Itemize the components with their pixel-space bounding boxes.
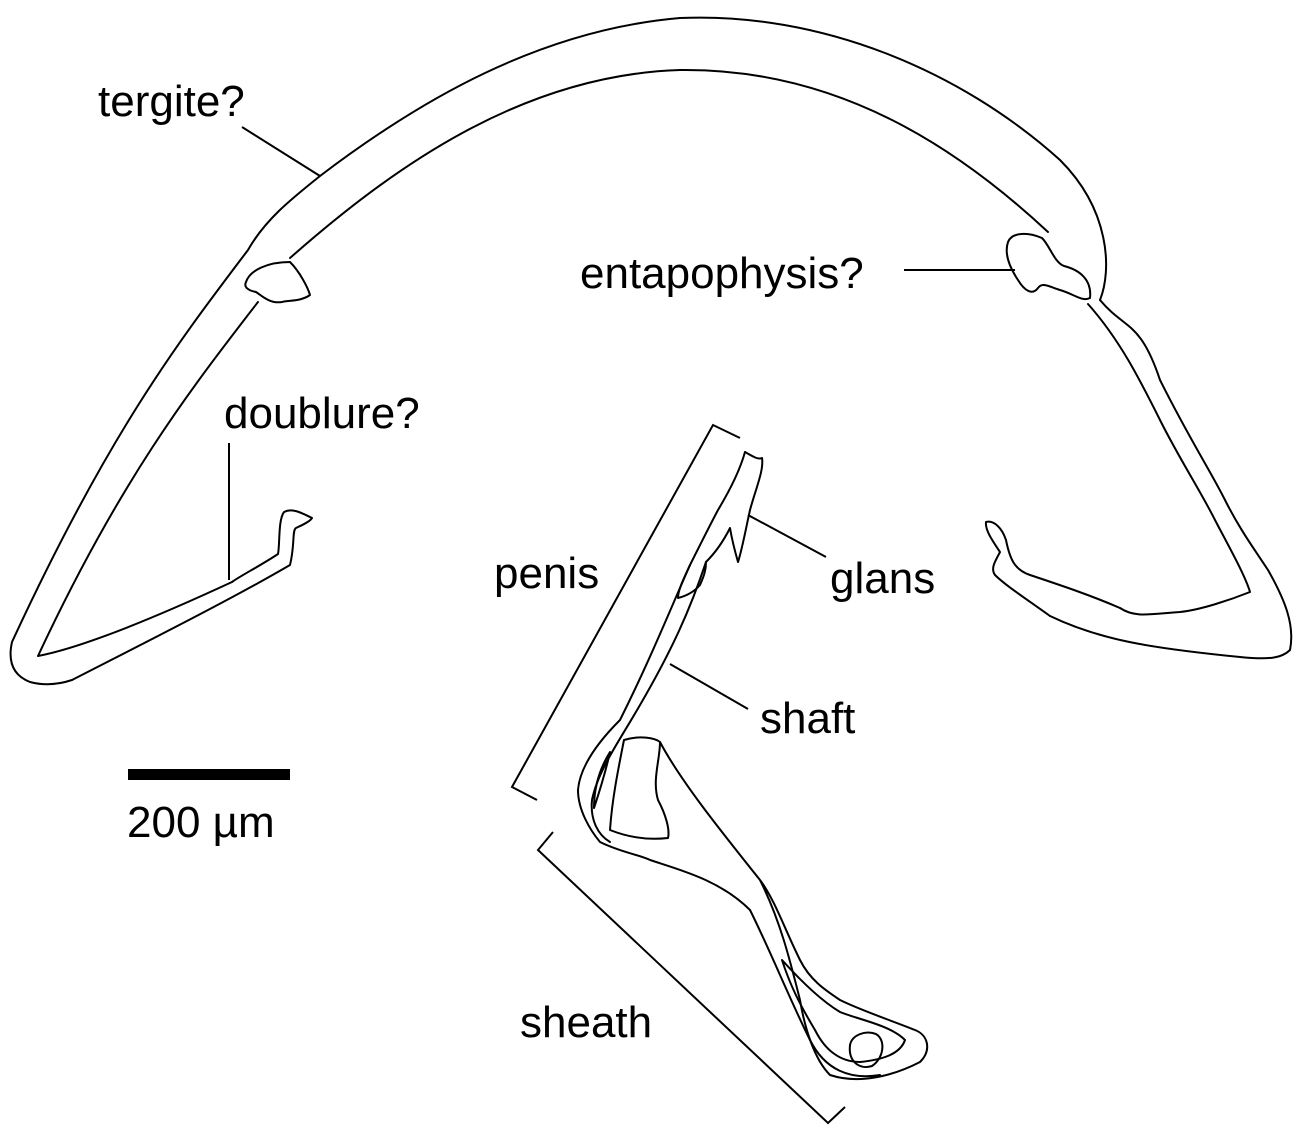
sheath-label: sheath (520, 998, 652, 1047)
penis-label: penis (494, 549, 599, 598)
entapophysis-left (245, 262, 310, 302)
glans-label: glans (830, 554, 935, 603)
scale-bar (128, 769, 290, 780)
glans-leader (748, 515, 826, 557)
doublure-label: doublure? (224, 389, 420, 438)
shaft-label: shaft (760, 694, 855, 743)
penis-bracket (512, 425, 740, 800)
tergite-label: tergite? (98, 77, 245, 126)
penis-structure (578, 452, 927, 1079)
tergite-leader (242, 127, 320, 176)
entapophysis-label: entapophysis? (580, 249, 864, 298)
entapophysis-right (1007, 234, 1090, 299)
scale-bar-label: 200 µm (127, 798, 275, 847)
shaft-leader (670, 664, 748, 709)
